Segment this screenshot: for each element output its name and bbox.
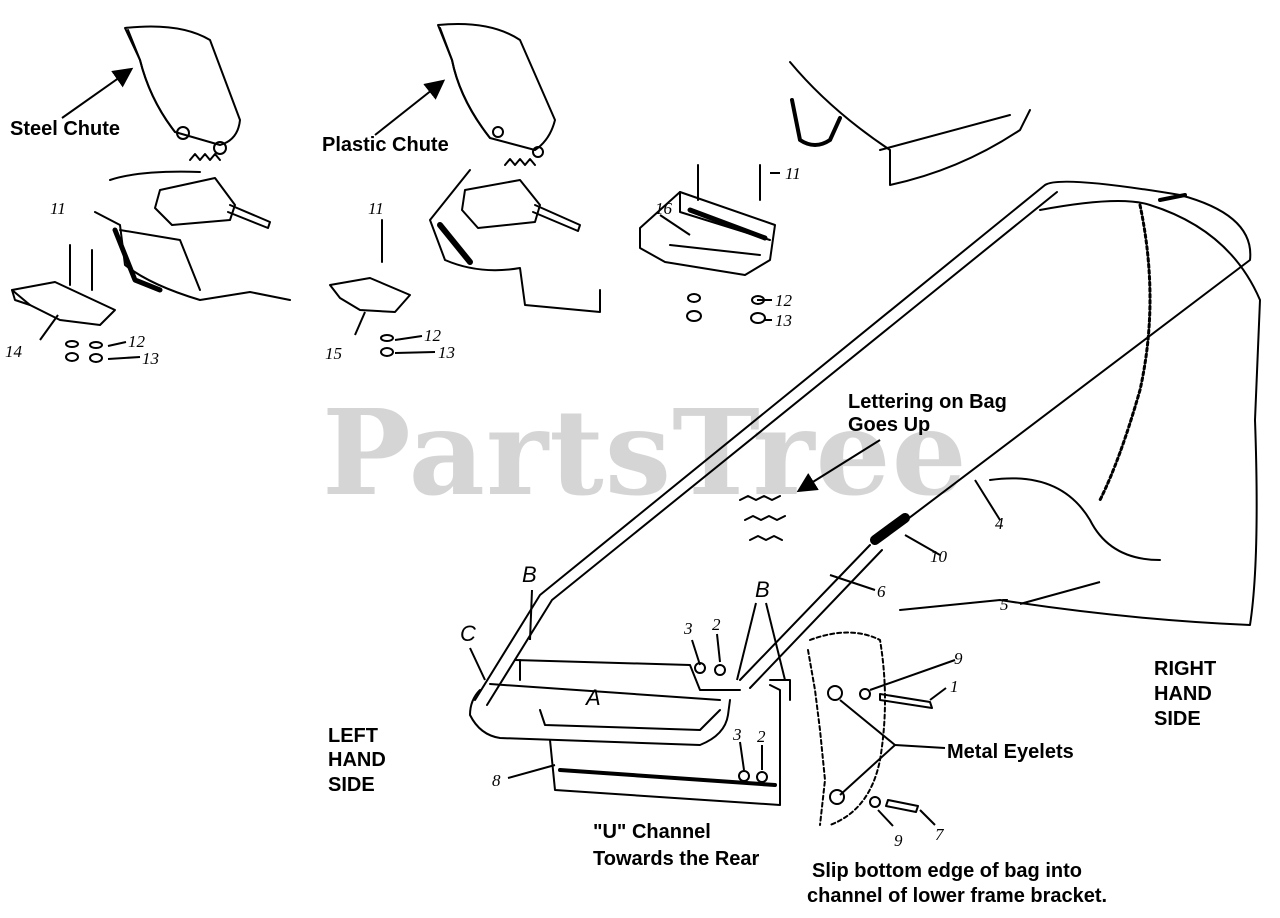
callout-11-plastic: 11 [368, 199, 384, 218]
bracket-16 [639, 191, 776, 276]
lower-frame [469, 689, 731, 746]
callout-3-upper: 3 [684, 619, 693, 638]
right-hand-label-line3: SIDE [1154, 708, 1201, 730]
callout-11-bracket: 11 [785, 164, 801, 183]
callout-2-lower: 2 [757, 727, 766, 746]
callout-12-plastic: 12 [424, 326, 441, 345]
lettering-label-line2: Goes Up [848, 414, 931, 436]
right-hand-label-line1: RIGHT [1154, 658, 1217, 680]
handle-connector-10 [870, 513, 910, 545]
callout-13-plastic: 13 [438, 343, 455, 362]
plastic-chute-housing [429, 169, 601, 313]
callout-13-steel: 13 [142, 349, 159, 368]
callout-2-upper: 2 [712, 615, 721, 634]
plastic-chute-label: Plastic Chute [322, 134, 449, 156]
steel-chute-spring [189, 153, 221, 161]
callout-6: 6 [877, 582, 886, 601]
marker-a: A [586, 685, 601, 710]
left-hand-label-line3: SIDE [328, 774, 375, 796]
callout-10: 10 [930, 547, 947, 566]
steel-chute-hinge [154, 177, 236, 226]
steel-chute-assembly [11, 25, 291, 363]
left-hand-label-line2: HAND [328, 749, 386, 771]
callout-5: 5 [1000, 595, 1009, 614]
bracket-16-assembly [639, 164, 776, 324]
callout-15: 15 [325, 344, 342, 363]
metal-eyelets-label: Metal Eyelets [947, 741, 1074, 763]
plastic-chute-flap [437, 23, 556, 151]
left-hand-label-line1: LEFT [328, 725, 378, 747]
plastic-chute-spring [504, 158, 536, 166]
plastic-chute-hinge [461, 179, 541, 229]
marker-b-right: B [755, 577, 770, 602]
u-channel-label-line2: Towards the Rear [593, 848, 760, 870]
right-hand-label-line2: HAND [1154, 683, 1212, 705]
lettering-label-line1: Lettering on Bag [848, 391, 1007, 413]
callout-11-steel: 11 [50, 199, 66, 218]
callout-4: 4 [995, 514, 1004, 533]
bolt-7 [885, 799, 919, 813]
steel-chute-label: Steel Chute [10, 118, 121, 140]
callout-12-bracket: 12 [775, 291, 792, 310]
marker-c: C [460, 621, 476, 646]
marker-b-left: B [522, 562, 537, 587]
mower-deck-top [789, 61, 1031, 186]
callout-16: 16 [655, 199, 672, 218]
callout-12-steel: 12 [128, 332, 145, 351]
bag-edge [807, 631, 886, 826]
slip-instruction-line1: Slip bottom edge of bag into [812, 860, 1082, 882]
slip-instruction-line2: channel of lower frame bracket. [807, 885, 1108, 907]
callout-14: 14 [5, 342, 22, 361]
callout-1: 1 [950, 677, 959, 696]
u-channel-label-line1: "U" Channel [593, 821, 711, 843]
callout-8: 8 [492, 771, 501, 790]
callout-3-lower: 3 [733, 725, 742, 744]
callout-9-upper: 9 [954, 649, 963, 668]
grass-bag [899, 200, 1261, 626]
plastic-deflector-bracket-15 [329, 277, 411, 313]
u-channel-bracket [549, 684, 781, 806]
callout-13-bracket: 13 [775, 311, 792, 330]
plastic-chute-assembly [329, 23, 601, 357]
lower-handle-6 [739, 544, 871, 681]
callout-7: 7 [935, 825, 944, 844]
steel-chute-pin [227, 204, 271, 229]
upper-handle-4 [474, 180, 1252, 701]
bolt-1 [879, 693, 933, 709]
callout-9-lower: 9 [894, 831, 903, 850]
